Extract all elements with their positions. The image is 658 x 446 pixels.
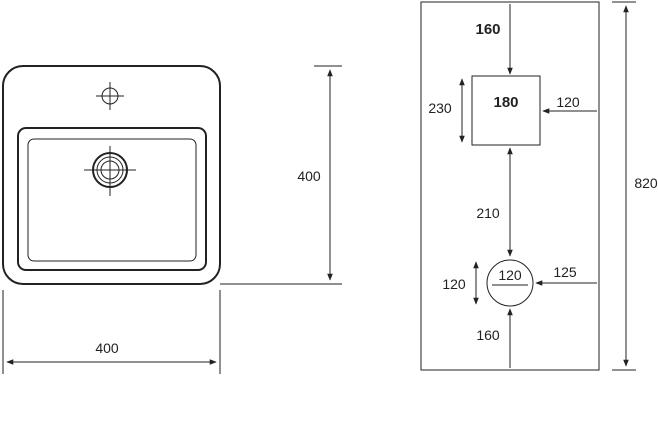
- box-height-label: 230: [428, 100, 452, 116]
- drain-outlet-circle: [486, 259, 534, 307]
- wall-height-dimension: 820: [612, 1, 658, 371]
- bottom-offset-dimension: 160: [476, 308, 513, 368]
- sink-height-dimension: 400: [220, 65, 342, 285]
- wall-height-label: 820: [634, 175, 658, 191]
- box-side-offset-label: 120: [556, 94, 580, 110]
- gap-label: 210: [476, 205, 500, 221]
- drain-height-label: 120: [442, 276, 466, 292]
- drain-side-offset-dimension: 125: [535, 264, 597, 286]
- drain-side-offset-label: 125: [553, 264, 577, 280]
- drain-icon: [84, 146, 136, 196]
- top-offset-dimension: 160: [475, 4, 513, 75]
- wall-layout-view: 160 180 230 120 820 210 120: [420, 1, 658, 371]
- box-width-label: 180: [493, 94, 518, 111]
- tap-hole-icon: [96, 82, 124, 110]
- bottom-offset-label: 160: [476, 327, 500, 343]
- top-offset-label: 160: [475, 21, 500, 38]
- wall-panel: [420, 1, 600, 371]
- sink-outer-body: [2, 65, 221, 285]
- sink-basin-inner: [27, 138, 197, 262]
- sink-width-label: 400: [95, 340, 119, 356]
- box-height-dimension: 230: [428, 78, 465, 143]
- sink-height-label: 400: [297, 168, 321, 184]
- drain-height-dimension: 120: [442, 261, 479, 305]
- sink-basin-rim: [17, 127, 207, 271]
- drain-diameter-label: 120: [498, 267, 522, 283]
- box-side-offset-dimension: 120: [542, 94, 597, 114]
- sink-front-view: 400 400: [2, 65, 342, 374]
- mounting-box: [471, 75, 541, 146]
- sink-width-dimension: 400: [2, 290, 221, 374]
- gap-dimension: 210: [476, 147, 513, 257]
